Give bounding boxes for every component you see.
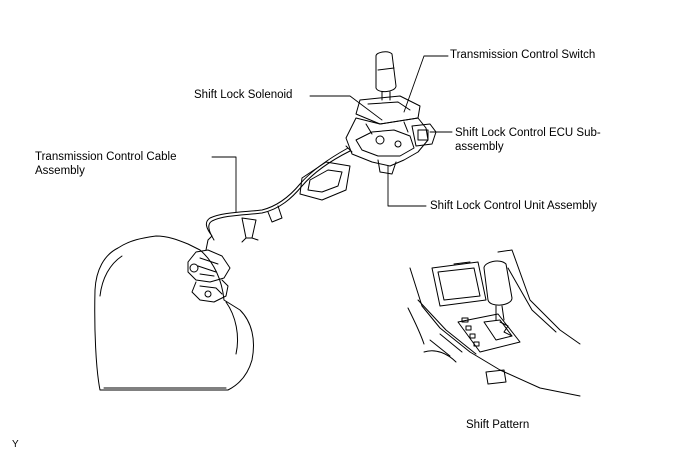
label-shift-lock-solenoid: Shift Lock Solenoid bbox=[194, 89, 293, 101]
shift-pattern-illustration bbox=[407, 249, 581, 397]
label-shift-pattern: Shift Pattern bbox=[466, 419, 530, 431]
label-shift-lock-control-ecu: Shift Lock Control ECU Sub- assembly bbox=[455, 127, 601, 153]
transmission-housing bbox=[94, 235, 254, 391]
shifter-assembly bbox=[345, 51, 437, 175]
transmission-control-cable bbox=[205, 147, 351, 243]
label-transmission-control-cable: Transmission Control Cable Assembly bbox=[35, 151, 177, 177]
leader-lines bbox=[211, 55, 453, 213]
floor-grommet-plate bbox=[299, 161, 351, 201]
label-transmission-control-switch: Transmission Control Switch bbox=[450, 49, 596, 61]
figure-code: Y bbox=[12, 439, 19, 450]
label-shift-lock-control-unit: Shift Lock Control Unit Assembly bbox=[430, 200, 597, 212]
transmission-shift-lever bbox=[187, 235, 231, 303]
